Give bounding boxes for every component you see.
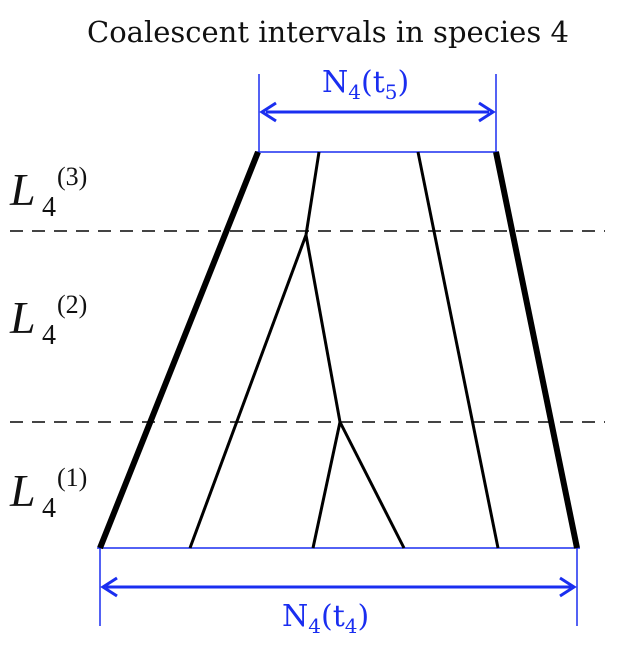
lineage-branch-far-left <box>188 234 308 549</box>
svg-text:4: 4 <box>42 192 56 223</box>
top-width-arrowhead-right <box>478 101 496 123</box>
lineage-right <box>416 151 500 549</box>
lineage-branch-center-left <box>311 421 342 549</box>
svg-text:(2): (2) <box>57 290 87 319</box>
interval-label-3: L 4 (3) <box>9 162 87 223</box>
diagram-title: Coalescent intervals in species 4 <box>87 15 569 49</box>
svg-text:(1): (1) <box>57 463 87 492</box>
lineage-middle-trunk <box>304 234 342 423</box>
svg-text:4: 4 <box>42 320 56 351</box>
population-boundary-right <box>493 151 580 549</box>
top-width-arrowhead-left <box>259 101 277 123</box>
interval-label-1: L 4 (1) <box>9 463 87 524</box>
population-boundary-left <box>97 150 261 550</box>
svg-text:4: 4 <box>42 493 56 524</box>
bottom-width-label: N4(t4) <box>282 599 369 638</box>
lineage-upper-trunk <box>304 151 321 236</box>
svg-text:(3): (3) <box>57 162 87 191</box>
top-width-label: N4(t5) <box>322 65 409 104</box>
bottom-width-arrowhead-left <box>100 576 118 598</box>
svg-text:L: L <box>9 164 36 215</box>
interval-label-2: L 4 (2) <box>9 290 87 351</box>
lineage-branch-center-right <box>338 421 406 549</box>
svg-text:L: L <box>9 292 36 343</box>
svg-text:L: L <box>9 465 36 516</box>
bottom-width-arrowhead-right <box>559 576 577 598</box>
